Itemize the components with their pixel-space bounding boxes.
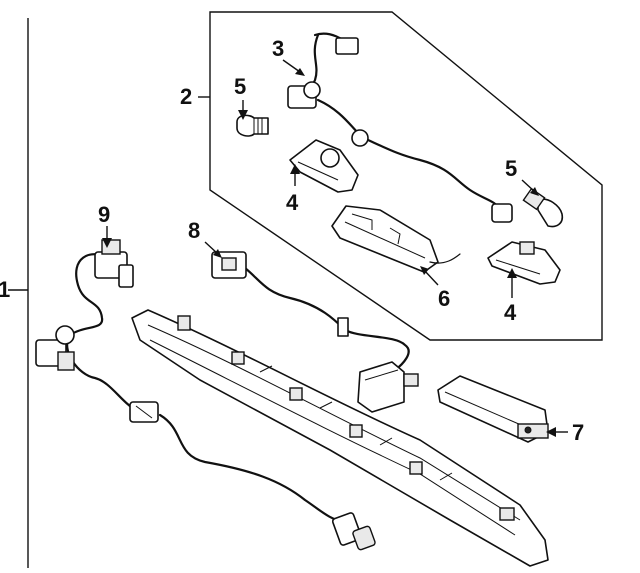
group-bracket-1: [8, 18, 29, 568]
callout-2: 2: [180, 84, 192, 109]
connector-9-lock: [118, 264, 134, 288]
bulb-5-base: [522, 187, 546, 211]
part-5-bulb-right: [522, 187, 564, 228]
part-7-license-lamp: [437, 375, 549, 443]
callout-5-left: 5: [234, 74, 246, 99]
housing-mount-2: [231, 351, 245, 365]
lamp-7-end: [517, 423, 549, 439]
lamp-4-right-tab: [519, 241, 535, 255]
callout-6: 6: [438, 286, 450, 311]
part-4-lamp-right: [487, 241, 561, 285]
part-4-lamp-left: [289, 139, 359, 193]
callout-labels: 1 2 3 5 4 5 4 6 7 8 9: [0, 36, 584, 445]
inset-box-group-2: [198, 11, 603, 341]
callout-7: 7: [572, 420, 584, 445]
connector-9-left-boot: [57, 351, 75, 371]
callout-1: 1: [0, 277, 10, 302]
housing-mount-1: [177, 315, 191, 331]
part-1-lamp-housing: [131, 309, 549, 567]
clip-8: [337, 317, 349, 337]
part-8-wire-harness: [211, 251, 419, 413]
lamp-7-screw: [524, 426, 532, 434]
callout-8: 8: [188, 218, 200, 243]
socket-3b-ring: [351, 129, 369, 147]
connector-3: [335, 37, 359, 55]
callout-4-right: 4: [504, 300, 517, 325]
lamp-4-left-lens: [320, 148, 340, 168]
callout-9: 9: [98, 202, 110, 227]
part-5-bulb-left: [236, 114, 269, 137]
module-8: [357, 361, 405, 413]
callout-3: 3: [272, 36, 284, 61]
housing-mount-3: [289, 387, 303, 401]
housing-mount-5: [409, 461, 423, 475]
socket-3c: [491, 203, 513, 223]
callout-5-right: 5: [505, 156, 517, 181]
grommet-9: [55, 325, 75, 345]
part-3-socket-harness: [287, 32, 513, 223]
housing-mount-4: [349, 424, 363, 438]
socket-3-ring: [303, 81, 321, 99]
part-6-lamp-assembly: [331, 205, 461, 273]
housing-mount-6: [499, 507, 515, 521]
module-8-plug: [403, 373, 419, 387]
leader-arrows: [102, 59, 568, 437]
connector-8-face: [221, 257, 237, 271]
socket-9-end: [352, 525, 376, 551]
callout-4-left: 4: [286, 190, 299, 215]
part-9-wire-harness: [35, 239, 376, 551]
